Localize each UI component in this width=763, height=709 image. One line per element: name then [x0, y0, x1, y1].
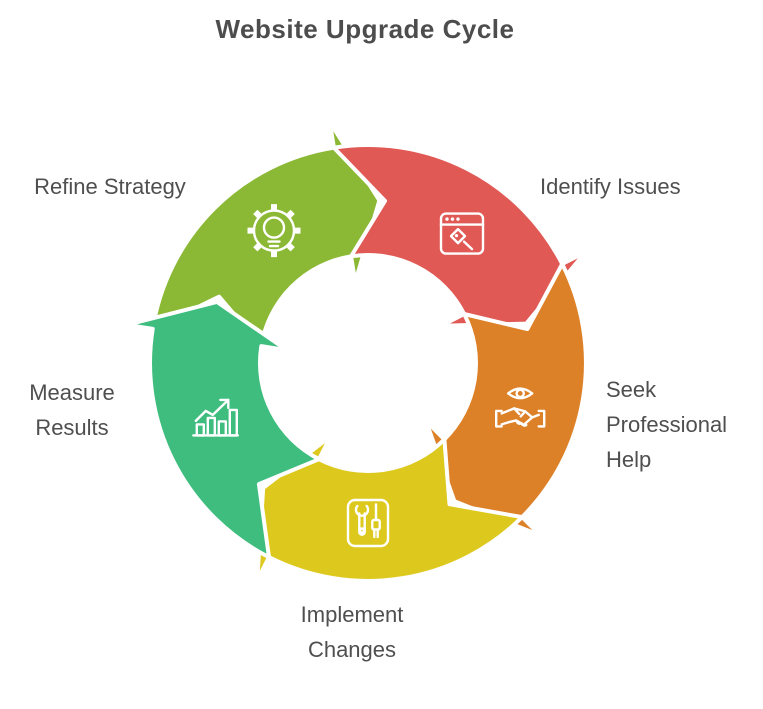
- segment-measure-results: [125, 299, 321, 560]
- label-implement-changes: Implement Changes: [300, 602, 404, 662]
- label-measure-results: Measure Results: [29, 380, 115, 440]
- page-title: Website Upgrade Cycle: [215, 14, 515, 44]
- label-identify-issues: Identify Issues: [540, 174, 681, 199]
- label-refine-strategy: Refine Strategy: [34, 174, 186, 199]
- label-seek-professional-help: Seek Professional Help: [606, 377, 728, 472]
